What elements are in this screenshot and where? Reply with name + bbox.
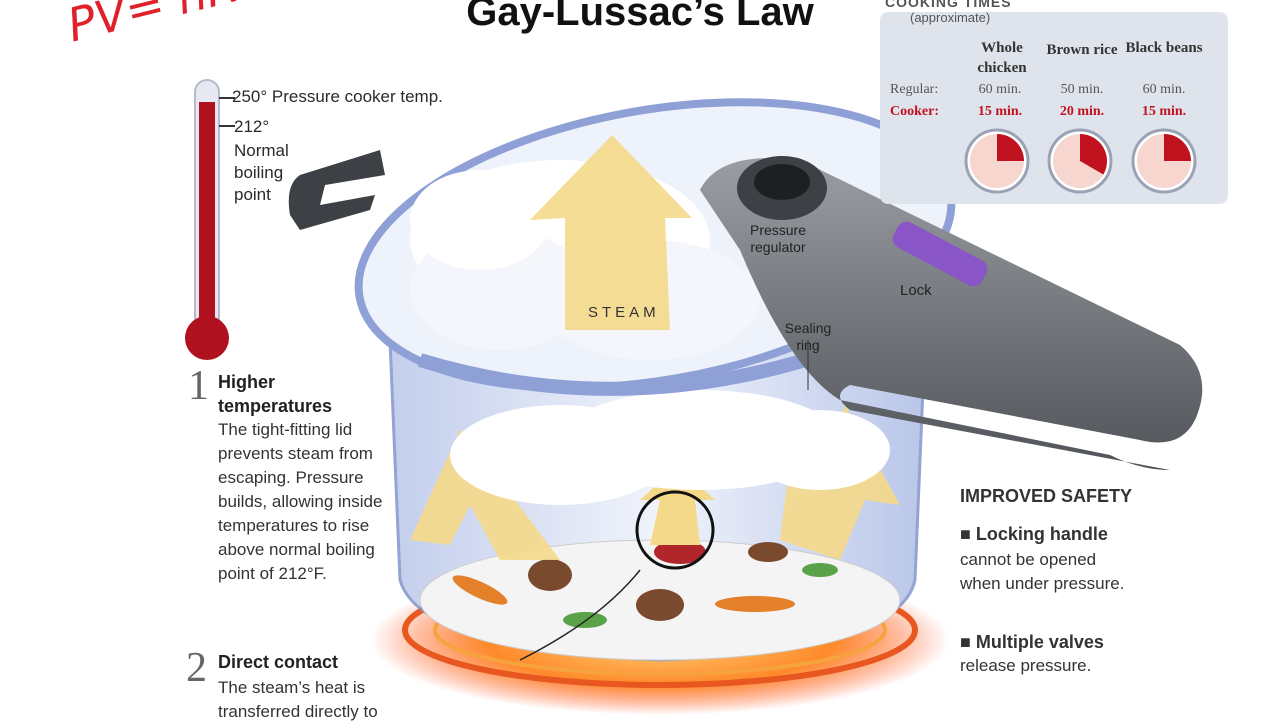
cooker-beans: 15 min. (1141, 104, 1187, 119)
pressure-regulator-label: Pressure regulator (749, 222, 807, 255)
clock-wedge (1164, 134, 1191, 161)
col-whole-chicken: Whole chicken (977, 40, 1027, 76)
lock-slider (892, 221, 988, 287)
cooking-times-subheading: (approximate) (910, 10, 991, 25)
col-black-beans: Black beans (1125, 40, 1203, 56)
safety-heading: IMPROVED SAFETY (960, 486, 1133, 506)
lock-label: Lock (900, 282, 932, 299)
safety-item-2-heading: ■ Multiple valves (960, 632, 1104, 652)
step-2-body: The steam’s heat is transferred directly… (218, 678, 378, 721)
regular-beans: 60 min. (1142, 82, 1186, 97)
normal-boiling-note: Normal boiling point (234, 141, 289, 204)
detail-circle (635, 490, 715, 570)
thermometer (185, 79, 235, 360)
temp-250-label: 250° Pressure cooker temp. (232, 87, 443, 106)
side-handle (288, 150, 385, 230)
sealing-ring-label: Sealing ring (784, 320, 832, 353)
clock-wedge (1080, 134, 1108, 175)
steam-label: STEAM (588, 304, 660, 321)
main-handle (700, 158, 1203, 470)
clock-icon-chicken (964, 128, 1030, 194)
regular-rice: 50 min. (1060, 82, 1104, 97)
cooker-rice: 20 min. (1059, 104, 1105, 119)
regular-chicken: 60 min. (978, 82, 1022, 97)
step-2-number: 2 (186, 645, 207, 691)
clock-icon-beans (1131, 128, 1197, 194)
clock-wedge (997, 134, 1024, 161)
step-2-heading: Direct contact (218, 652, 339, 672)
row-cooker-label: Cooker: (890, 104, 939, 119)
clock-icon-rice (1047, 128, 1113, 194)
temp-212-label: 212° (234, 117, 270, 136)
step-1-heading: Higher temperatures (218, 372, 333, 416)
row-regular-label: Regular: (890, 82, 939, 97)
col-brown-rice: Brown rice (1046, 42, 1118, 58)
safety-item-1-body: cannot be opened when under pressure. (960, 550, 1125, 593)
page-title: Gay-Lussac’s Law (466, 0, 814, 34)
cooking-times-heading: COOKING TIMES (885, 0, 1012, 10)
cooker-chicken: 15 min. (977, 104, 1023, 119)
safety-item-2-body: release pressure. (960, 656, 1092, 675)
step-1-body: The tight-fitting lid prevents steam fro… (218, 420, 383, 583)
safety-item-1-heading: ■ Locking handle (960, 524, 1108, 544)
steam-arrow (410, 430, 560, 560)
step-1-number: 1 (188, 363, 209, 409)
steam-arrow-main (530, 135, 692, 330)
